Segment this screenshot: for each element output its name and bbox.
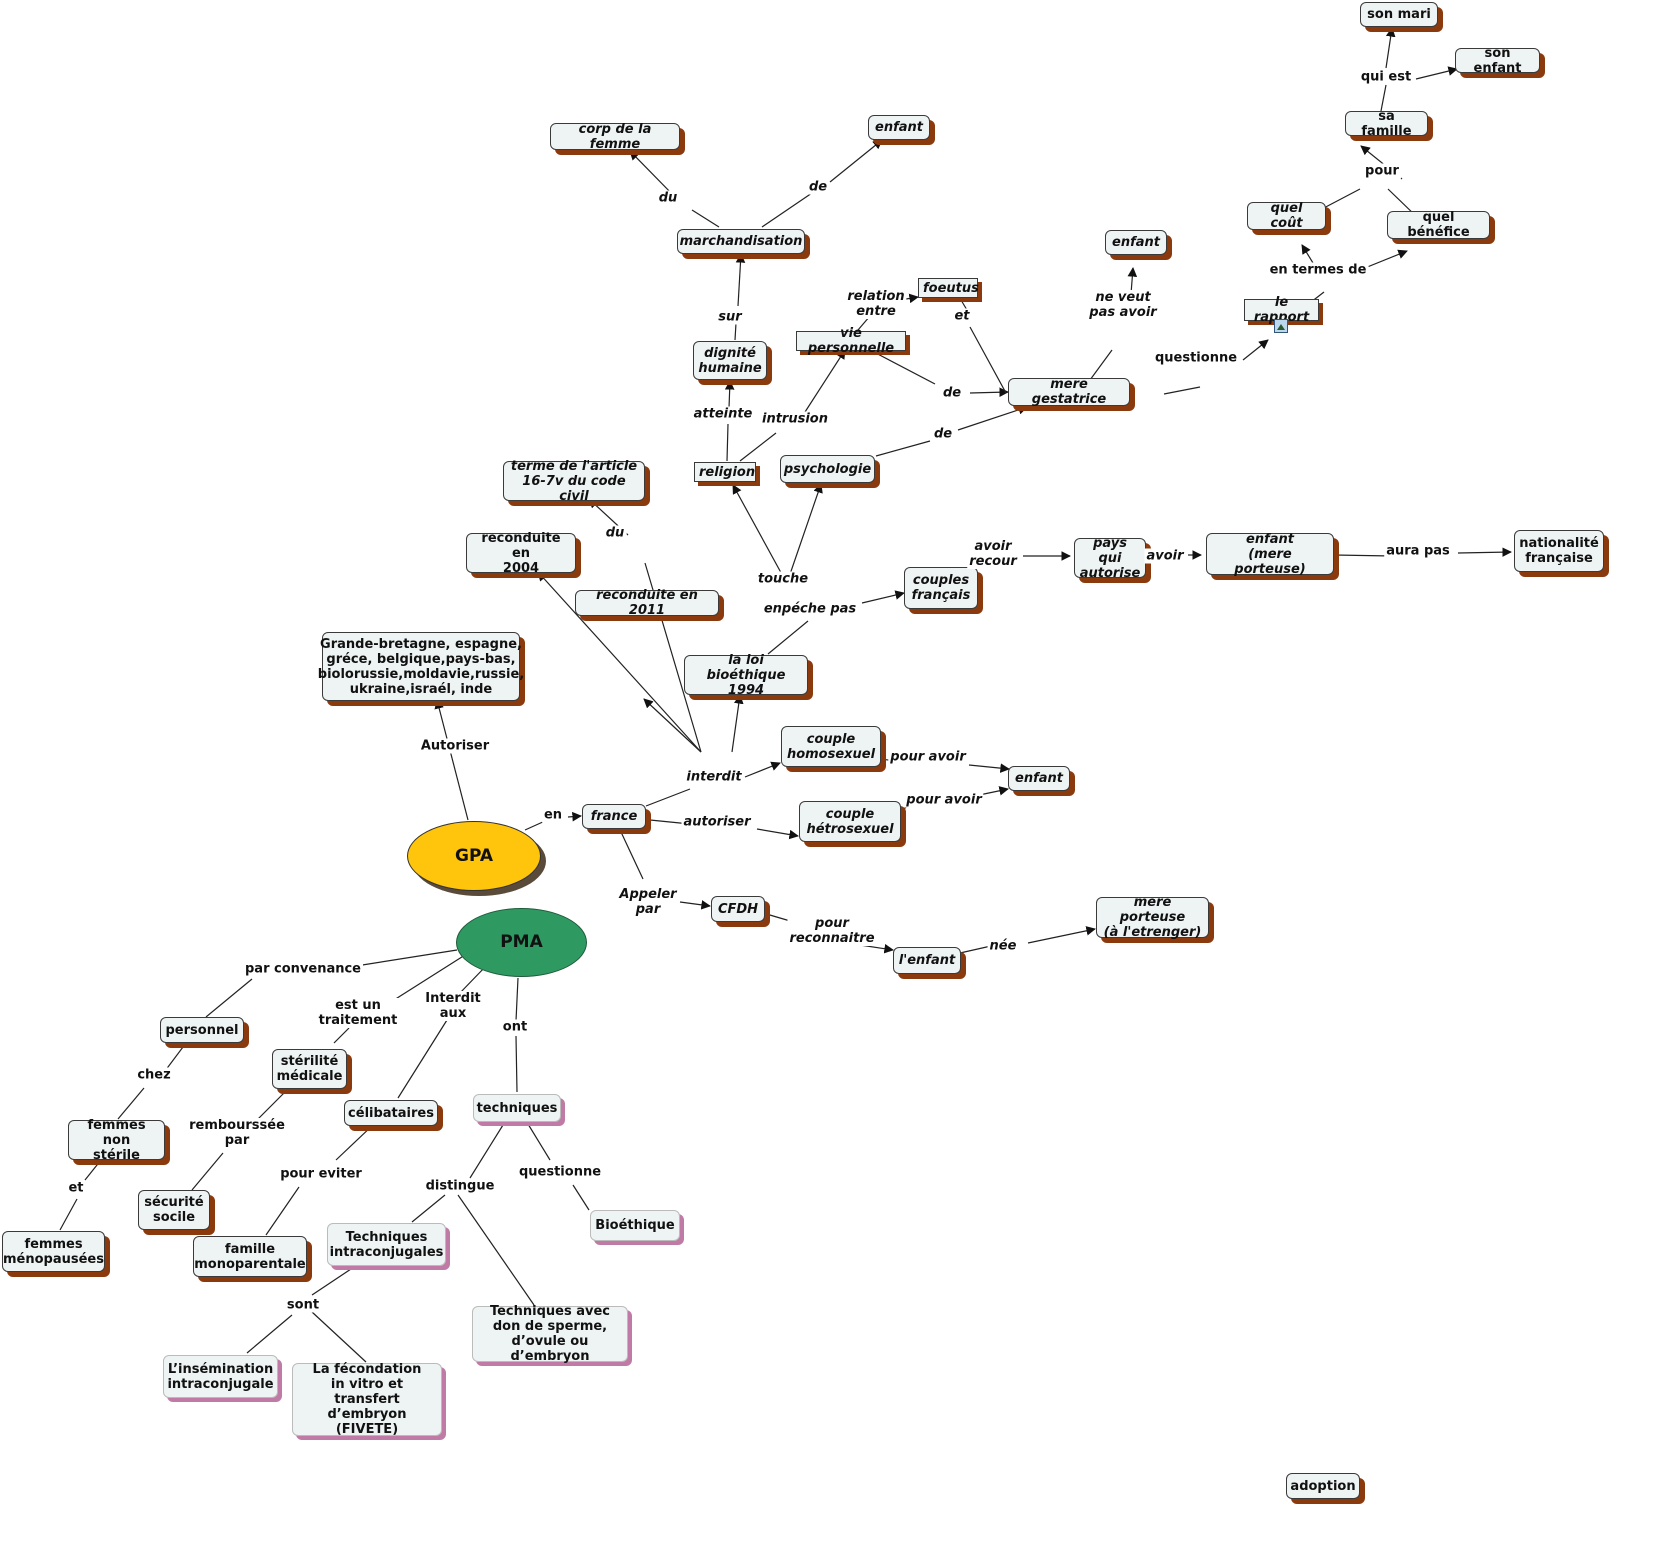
label-qui-est: qui est	[1358, 69, 1414, 85]
node-personnel[interactable]: personnel	[160, 1017, 244, 1043]
node-quel-cout[interactable]: quel coût	[1247, 201, 1326, 231]
label-aura-pas: aura pas	[1384, 543, 1452, 559]
label-chez: chez	[135, 1067, 173, 1083]
label-de-psy: de	[931, 426, 955, 442]
node-enfant-mere-porteuse[interactable]: enfant(mere porteuse)	[1206, 532, 1334, 577]
label-distingue: distingue	[423, 1178, 497, 1194]
label-par-convenance: par convenance	[242, 961, 364, 977]
label-interdit: interdit	[684, 769, 744, 785]
label-questionne-tech: questionne	[516, 1164, 604, 1180]
label-autoriser-fr: autoriser	[681, 814, 753, 830]
node-enfant-top[interactable]: enfant	[1105, 230, 1167, 255]
label-avoir: avoir	[1144, 548, 1186, 564]
node-cfdh[interactable]: CFDH	[711, 896, 765, 922]
label-pour-avoir-1: pour avoir	[888, 749, 968, 765]
node-techniques[interactable]: techniques	[473, 1094, 561, 1122]
label-sur: sur	[716, 309, 744, 325]
node-foeutus[interactable]: foeutus	[918, 278, 979, 298]
node-lenfant[interactable]: l'enfant	[893, 947, 961, 974]
label-de-vie: de	[940, 385, 964, 401]
label-atteinte: atteinte	[691, 406, 755, 422]
label-en: en	[541, 807, 565, 823]
label-sont: sont	[284, 1297, 322, 1313]
label-pour-eviter: pour eviter	[278, 1166, 364, 1182]
label-et-foeutus: et	[952, 308, 972, 324]
label-du-article: du	[603, 525, 627, 541]
node-son-enfant[interactable]: son enfant	[1455, 46, 1540, 76]
node-le-rapport[interactable]: le rapport	[1244, 295, 1319, 325]
node-corp-femme[interactable]: corp de la femme	[550, 122, 680, 152]
node-marchandisation[interactable]: marchandisation	[677, 229, 805, 254]
label-en-termes-de: en termes de	[1267, 262, 1369, 278]
label-et-femmes: et	[66, 1180, 86, 1196]
node-pays-list[interactable]: Grande-bretagne, espagne,gréce, belgique…	[318, 632, 524, 701]
label-questionne-rapport: questionne	[1152, 350, 1240, 366]
label-enpeche: enpéche pas	[761, 601, 859, 617]
label-autoriser-gpa: Autoriser	[418, 738, 492, 754]
label-ont: ont	[500, 1019, 530, 1035]
node-mere-gestatrice[interactable]: mere gestatrice	[1008, 377, 1130, 407]
node-vie-personnelle[interactable]: vie personnelle	[796, 326, 906, 356]
label-du: du	[656, 190, 680, 206]
node-enfant-march[interactable]: enfant	[868, 115, 930, 140]
node-psychologie[interactable]: psychologie	[780, 455, 875, 483]
image-attachment-icon[interactable]	[1274, 319, 1288, 333]
node-son-mari[interactable]: son mari	[1360, 2, 1438, 27]
label-pour-famille: pour	[1363, 163, 1401, 179]
node-mere-porteuse-etranger[interactable]: mere porteuse(à l'etrenger)	[1096, 895, 1209, 940]
label-touche: touche	[755, 571, 811, 587]
label-nee: née	[987, 938, 1019, 954]
label-intrusion: intrusion	[760, 411, 830, 427]
node-reconduite-2011[interactable]: reconduite en 2011	[575, 588, 719, 618]
label-de-march: de	[806, 179, 830, 195]
node-france[interactable]: france	[582, 804, 646, 829]
node-sa-famille[interactable]: sa famille	[1345, 109, 1428, 139]
node-gpa[interactable]: GPA	[407, 821, 541, 891]
node-religion[interactable]: religion	[694, 462, 756, 482]
node-bioethique[interactable]: Bioéthique	[590, 1210, 680, 1241]
node-enfant-couple[interactable]: enfant	[1008, 766, 1070, 791]
node-adoption[interactable]: adoption	[1286, 1473, 1360, 1499]
node-celibataires[interactable]: célibataires	[344, 1100, 438, 1126]
node-quel-benefice[interactable]: quel bénéfice	[1387, 210, 1490, 240]
label-pour-avoir-2: pour avoir	[904, 792, 984, 808]
node-pma[interactable]: PMA	[456, 908, 587, 977]
